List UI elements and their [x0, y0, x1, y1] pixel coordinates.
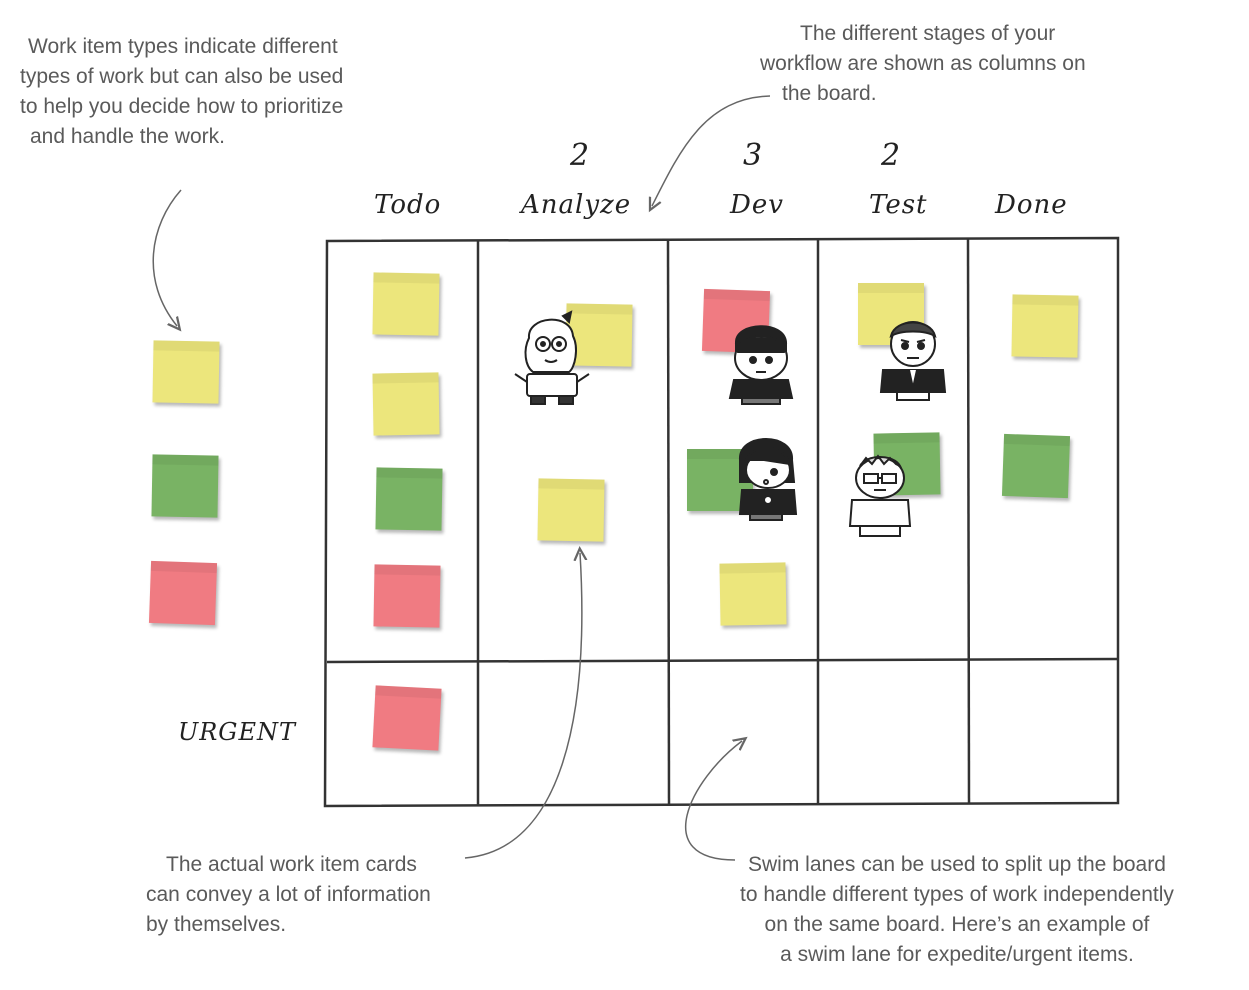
board-outer-frame: [323, 236, 1120, 808]
swim-lane-label-urgent: URGENT: [178, 718, 296, 746]
column-header-dev: Dev: [730, 190, 784, 220]
arrow-to-swim-lane: [685, 741, 742, 861]
legend-card-red: [148, 560, 218, 626]
note-line: by themselves.: [146, 913, 287, 936]
note-line: The different stages of your: [800, 22, 1056, 45]
note-cards: The actual work item cards can convey a …: [146, 850, 431, 940]
legend-card-yellow: [152, 340, 220, 404]
note-line: the board.: [782, 82, 877, 105]
column-header-test: Test: [869, 190, 928, 220]
note-line: on the same board. Here’s an example of: [764, 913, 1150, 936]
note-line: can convey a lot of information: [146, 883, 431, 906]
wip-limit-test: 2: [881, 138, 901, 173]
column-divider: [966, 238, 971, 805]
wip-limit-dev: 3: [743, 138, 763, 173]
card-analyze-yellow: [537, 478, 605, 542]
note-line: and handle the work.: [30, 125, 225, 148]
card-todo-green: [375, 467, 443, 531]
column-header-analyze: Analyze: [521, 190, 632, 220]
person-dev-2: [738, 438, 798, 521]
card-done-green: [1001, 433, 1071, 499]
card-done-yellow: [1011, 294, 1079, 358]
person-test-2: [848, 454, 912, 537]
column-header-done: Done: [995, 190, 1068, 220]
arrow-to-legend: [152, 189, 182, 326]
person-analyze: [514, 310, 590, 405]
arrow-to-card: [464, 553, 582, 859]
note-line: The actual work item cards: [166, 853, 417, 876]
column-divider: [666, 239, 671, 805]
note-line: a swim lane for expedite/urgent items.: [780, 943, 1134, 966]
note-line: to handle different types of work indepe…: [740, 883, 1174, 906]
column-header-todo: Todo: [374, 190, 442, 220]
note-stages: The different stages of your workflow ar…: [760, 19, 1086, 109]
card-urgent-todo-red: [372, 685, 442, 751]
wip-limit-analyze: 2: [570, 138, 590, 173]
card-todo-yellow: [372, 272, 440, 336]
board-grid: [323, 236, 1120, 808]
arrow-to-columns: [652, 95, 771, 206]
card-todo-yellow: [372, 372, 440, 436]
note-line: workflow are shown as columns on: [760, 52, 1086, 75]
legend-card-green: [151, 454, 219, 518]
card-dev-yellow: [719, 562, 787, 626]
note-line: to help you decide how to prioritize: [20, 95, 344, 118]
note-line: Work item types indicate different: [28, 35, 338, 58]
note-line: types of work but can also be used: [20, 65, 344, 88]
note-line: Swim lanes can be used to split up the b…: [747, 853, 1166, 876]
note-work-item-types: Work item types indicate different types…: [20, 32, 343, 152]
note-swim-lanes: Swim lanes can be used to split up the b…: [740, 850, 1174, 970]
person-dev-1: [728, 325, 794, 405]
swim-lane-divider: [326, 657, 1119, 664]
card-todo-red: [373, 564, 441, 628]
person-test-1: [879, 321, 947, 401]
